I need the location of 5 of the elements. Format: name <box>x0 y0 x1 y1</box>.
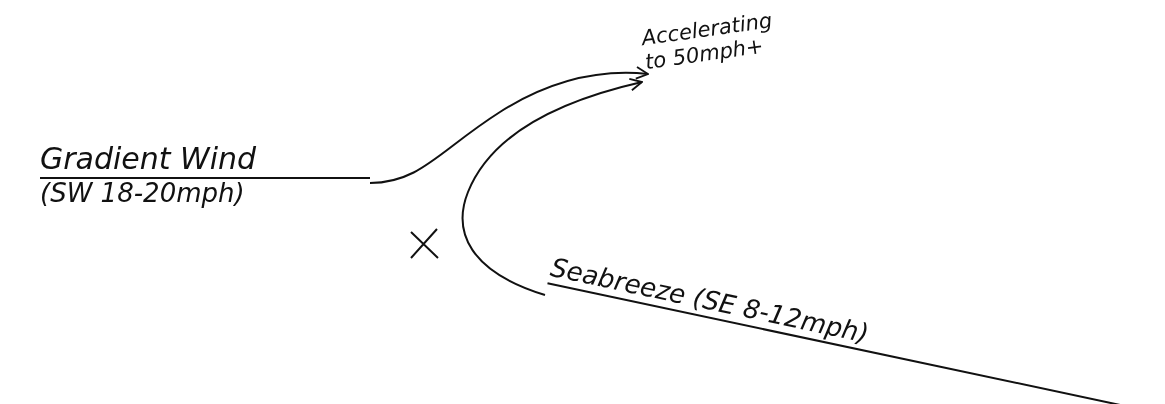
wind-flow-arrow <box>369 66 649 184</box>
wind-label: (SW 18-20mph) <box>40 178 246 209</box>
wind-flow-arrow <box>461 78 643 296</box>
wind-label: Accelerating to 50mph+ <box>640 7 775 75</box>
wind-label: Gradient Wind <box>40 142 370 179</box>
